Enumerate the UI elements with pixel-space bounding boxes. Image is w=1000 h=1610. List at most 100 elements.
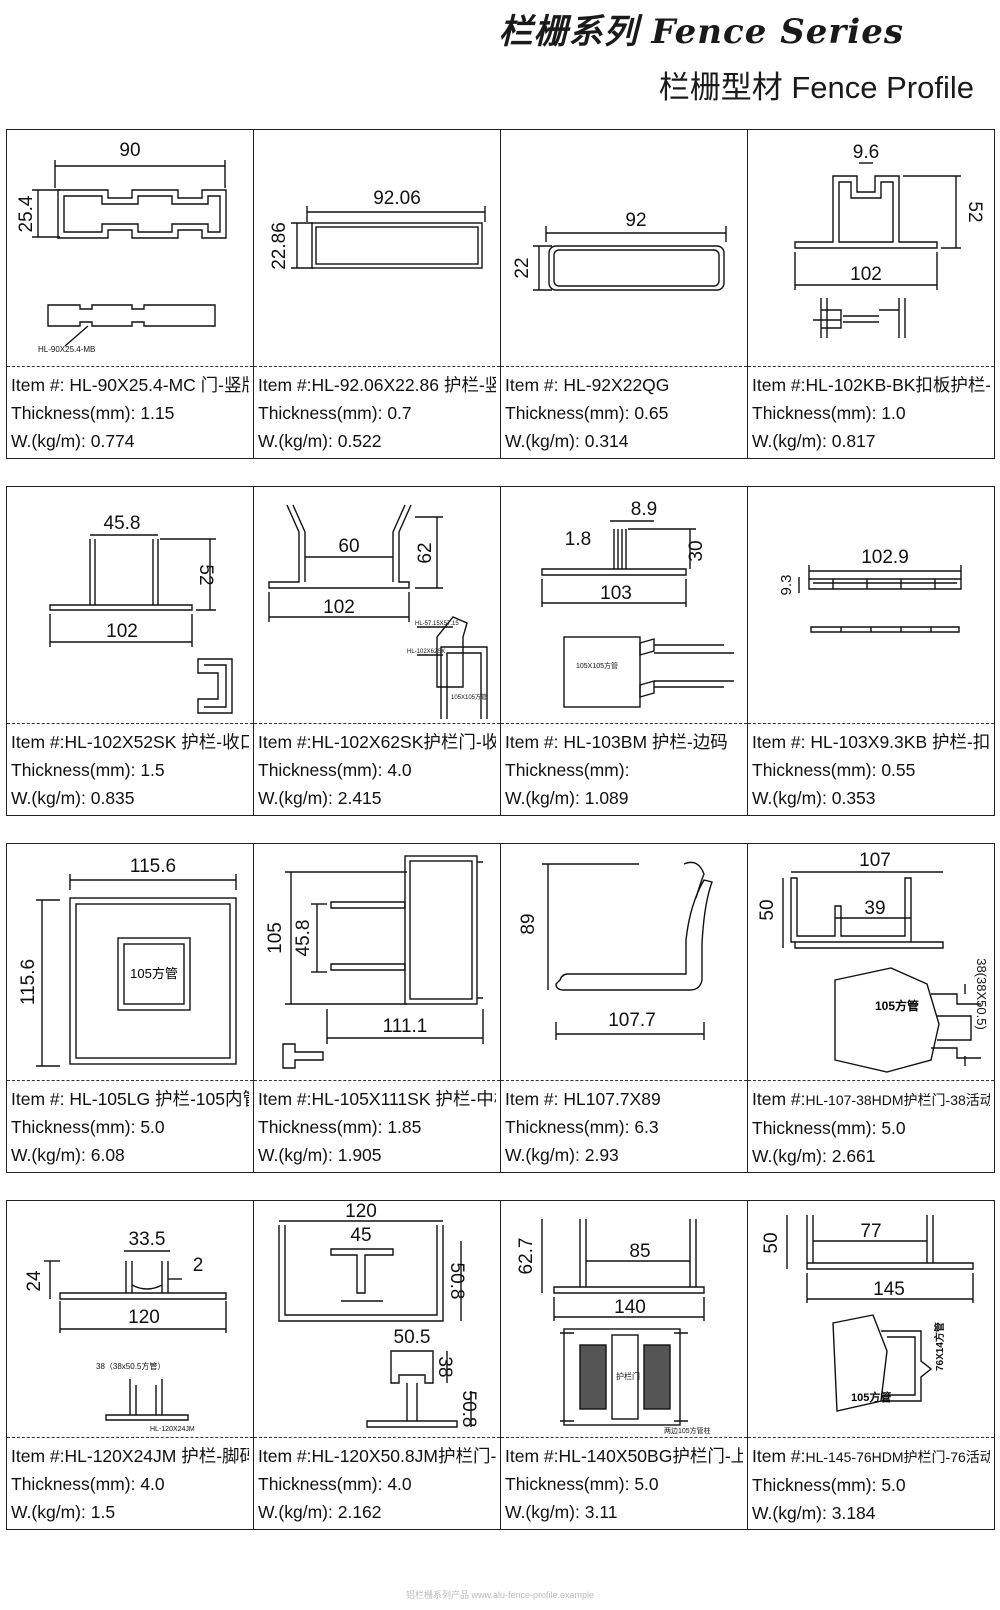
- weight-label: W.(kg/m):: [752, 1146, 827, 1166]
- weight-value: 0.817: [831, 431, 876, 451]
- item-code: HL-102X52SK 护栏-收口边框: [64, 732, 250, 752]
- thickness-value: 5.0: [634, 1474, 659, 1494]
- drawing-note: 105方管: [851, 1390, 891, 1404]
- thickness-label: Thickness(mm):: [258, 1117, 383, 1137]
- profile-title: 栏栅型材 Fence Profile: [658, 70, 974, 105]
- page-footer: 铝栏栅系列产品 www.alu-fence-profile.example: [405, 1590, 595, 1600]
- product-card: 33.5 2 24 120 38（38x50.5方管） HL-120X24JM …: [7, 1201, 254, 1529]
- dimension-label: 9.6: [853, 142, 879, 163]
- item-code: HL-103X9.3KB 护栏-扣板: [810, 732, 990, 752]
- item-code: HL-145-76HDM护栏门-76活动码: [805, 1449, 991, 1465]
- profile-drawing: 92.06 22.86: [254, 130, 500, 366]
- item-label: Item #:: [752, 375, 806, 395]
- product-info: Item #:HL-102X62SK护栏门-收口 Thickness(mm): …: [254, 723, 500, 817]
- dimension-label: 8.9: [631, 499, 657, 520]
- dimension-label: 107: [859, 850, 891, 871]
- dimension-label: 102.9: [861, 547, 909, 568]
- dimension-label: 102: [850, 264, 882, 285]
- weight-value: 2.661: [831, 1146, 876, 1166]
- product-info: Item #:HL-92.06X22.86 护栏-竖柱 Thickness(mm…: [254, 366, 500, 460]
- dimension-label: 115.6: [130, 856, 176, 877]
- weight-label: W.(kg/m):: [11, 1502, 86, 1522]
- product-info: Item #:HL-145-76HDM护栏门-76活动码 Thickness(m…: [748, 1437, 994, 1531]
- item-code: HL-105X111SK 护栏-中柱收口: [311, 1089, 497, 1109]
- dimension-label: 50.8: [458, 1391, 479, 1428]
- weight-label: W.(kg/m):: [258, 1145, 333, 1165]
- item-label: Item #:: [752, 732, 806, 752]
- thickness-value: 0.55: [881, 760, 916, 780]
- thickness-label: Thickness(mm):: [505, 760, 630, 780]
- dimension-label: 50: [761, 1232, 782, 1253]
- dimension-label: 62.7: [516, 1238, 537, 1275]
- product-card: 90 25.4 HL-90X25.4-MB Item #: HL-90X25.4…: [7, 130, 254, 458]
- dimension-label: 102: [106, 621, 138, 642]
- thickness-label: Thickness(mm):: [258, 1474, 383, 1494]
- weight-label: W.(kg/m):: [505, 1502, 580, 1522]
- thickness-value: 4.0: [387, 760, 412, 780]
- product-card: 92.06 22.86 Item #:HL-92.06X22.86 护栏-竖柱 …: [254, 130, 501, 458]
- thickness-value: 1.85: [387, 1117, 422, 1137]
- item-code: HL107.7X89: [563, 1089, 661, 1109]
- dimension-label: 92: [625, 210, 646, 231]
- dimension-label: 50: [757, 899, 778, 920]
- dimension-label: 25.4: [16, 195, 37, 232]
- thickness-label: Thickness(mm):: [258, 403, 383, 423]
- dimension-label: 111.1: [383, 1016, 428, 1037]
- product-info: Item #: HL-105LG 护栏-105内管 Thickness(mm):…: [7, 1080, 253, 1174]
- item-label: Item #:: [258, 1446, 312, 1466]
- weight-value: 2.93: [584, 1145, 619, 1165]
- dimension-label: 85: [629, 1241, 650, 1262]
- drawing-note: HL-57.15X57.15: [415, 621, 459, 627]
- dimension-label: 1.8: [565, 529, 591, 550]
- thickness-label: Thickness(mm):: [11, 403, 136, 423]
- product-info: Item #: HL-92X22QG Thickness(mm): 0.65 W…: [501, 366, 747, 460]
- thickness-label: Thickness(mm):: [258, 760, 383, 780]
- weight-label: W.(kg/m):: [752, 431, 827, 451]
- drawing-note: 105方管: [130, 966, 178, 981]
- thickness-label: Thickness(mm):: [11, 760, 136, 780]
- thickness-value: 1.5: [140, 760, 165, 780]
- drawing-note: 护栏门: [616, 1371, 640, 1381]
- thickness-value: 5.0: [881, 1118, 906, 1138]
- weight-value: 3.184: [831, 1503, 876, 1523]
- thickness-label: Thickness(mm):: [11, 1117, 136, 1137]
- dimension-label: 39: [864, 898, 885, 919]
- item-label: Item #:: [505, 1089, 559, 1109]
- profile-drawing: 92 22: [501, 130, 747, 366]
- series-title: 栏栅系列 Fence Series: [498, 12, 904, 52]
- thickness-value: 1.15: [140, 403, 175, 423]
- dimension-label: 2: [193, 1255, 204, 1276]
- thickness-value: 0.7: [387, 403, 412, 423]
- dimension-label: 52: [195, 564, 216, 585]
- drawing-note: HL-102X62SK: [407, 649, 445, 655]
- item-label: Item #:: [258, 1089, 312, 1109]
- thickness-label: Thickness(mm):: [752, 760, 877, 780]
- weight-label: W.(kg/m):: [258, 788, 333, 808]
- item-label: Item #:: [11, 1446, 65, 1466]
- profile-drawing: 107 50 39 38(38X50.5) 105方管: [748, 844, 994, 1080]
- thickness-value: 0.65: [634, 403, 669, 423]
- product-info: Item #: HL-90X25.4-MC 门-竖版 Thickness(mm)…: [7, 366, 253, 460]
- item-code: HL-90X25.4-MC 门-竖版: [69, 375, 249, 395]
- item-code: HL-140X50BG护栏门-上边轨: [558, 1446, 744, 1466]
- profile-drawing: 50 77 145 76X14方管 105方管: [748, 1201, 994, 1437]
- product-row-3: 115.6 115.6 105方管 Item #: HL-105LG 护栏-10…: [6, 843, 995, 1173]
- product-info: Item #:HL-107-38HDM护栏门-38活动码 Thickness(m…: [748, 1080, 994, 1174]
- thickness-value: 4.0: [387, 1474, 412, 1494]
- weight-value: 0.314: [584, 431, 629, 451]
- item-label: Item #:: [11, 375, 65, 395]
- dimension-label: 77: [860, 1221, 881, 1242]
- product-card: 50 77 145 76X14方管 105方管 Item #:HL-145-76…: [748, 1201, 994, 1529]
- dimension-label: 52: [964, 201, 985, 222]
- dimension-label: 60: [338, 536, 359, 557]
- product-info: Item #:HL-102KB-BK扣板护栏-边框 Thickness(mm):…: [748, 366, 994, 460]
- drawing-note: 105方管: [875, 998, 919, 1013]
- item-code: HL-92.06X22.86 护栏-竖柱: [311, 375, 497, 395]
- item-label: Item #:: [752, 1446, 806, 1466]
- product-row-2: 45.8 52 102 Item #:HL-102X52SK 护栏-收口边框 T…: [6, 486, 995, 816]
- dimension-label: 50.5: [394, 1327, 431, 1348]
- drawing-note: 105X105方管: [451, 693, 487, 701]
- thickness-label: Thickness(mm):: [752, 1118, 877, 1138]
- product-info: Item #:HL-102X52SK 护栏-收口边框 Thickness(mm)…: [7, 723, 253, 817]
- dimension-label: 45.8: [104, 513, 141, 534]
